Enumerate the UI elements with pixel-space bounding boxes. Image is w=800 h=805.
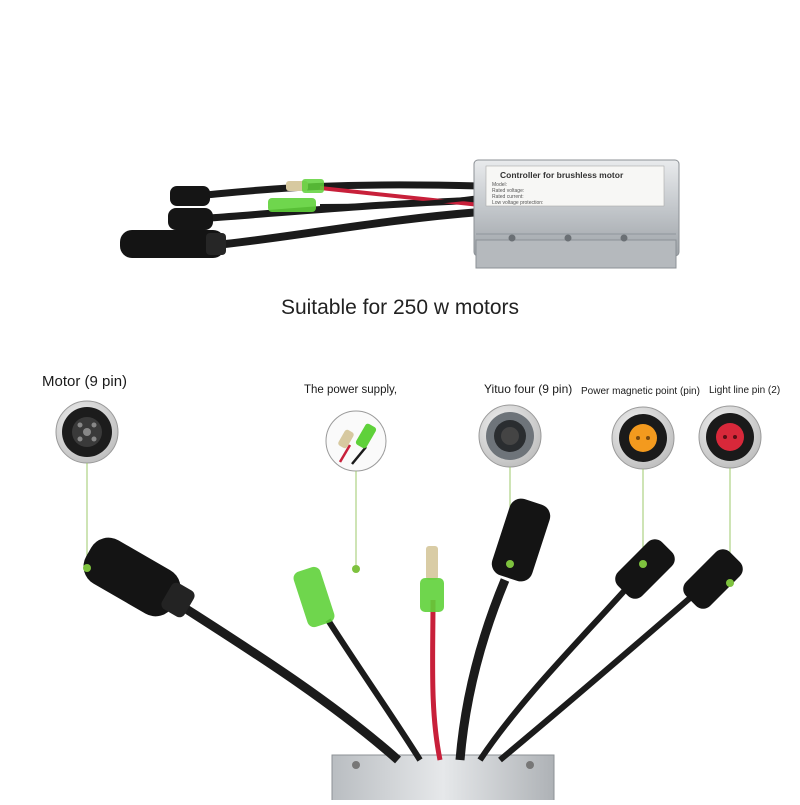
label-magnetic-point: Power magnetic point (pin) <box>581 386 700 397</box>
controller-label-line: Model: <box>492 182 507 188</box>
caption: Suitable for 250 w motors <box>280 296 520 319</box>
controller-label-line: Low voltage protection: <box>492 200 543 206</box>
label-power-supply: The power supply, <box>304 384 398 396</box>
controller-label-title: Controller for brushless motor <box>500 170 624 180</box>
motor-plug <box>83 537 195 618</box>
power-plug-icon <box>325 410 387 472</box>
yituo-connector-icon <box>478 404 542 468</box>
fanned-cables <box>177 578 692 764</box>
bullet-connector <box>420 546 444 612</box>
controller-body-bottom <box>331 754 555 805</box>
magnetic-plug <box>615 539 675 599</box>
controller-label-line: Rated voltage: <box>492 188 524 194</box>
label-yituo: Yituo four (9 pin) <box>484 382 573 396</box>
controller-product: Controller for brushless motor Model: Ra… <box>120 159 680 269</box>
label-motor: Motor (9 pin) <box>42 373 128 390</box>
yituo-plug <box>491 498 551 582</box>
controller-label-line: Rated current: <box>492 194 524 200</box>
accent-dots <box>83 560 734 587</box>
label-light-line: Light line pin (2) <box>709 385 781 396</box>
magnetic-connector-icon <box>611 406 675 470</box>
light-plug <box>683 549 743 609</box>
green-sleeve <box>293 566 335 628</box>
motor-connector-icon <box>55 400 119 464</box>
light-connector-icon <box>698 405 762 469</box>
